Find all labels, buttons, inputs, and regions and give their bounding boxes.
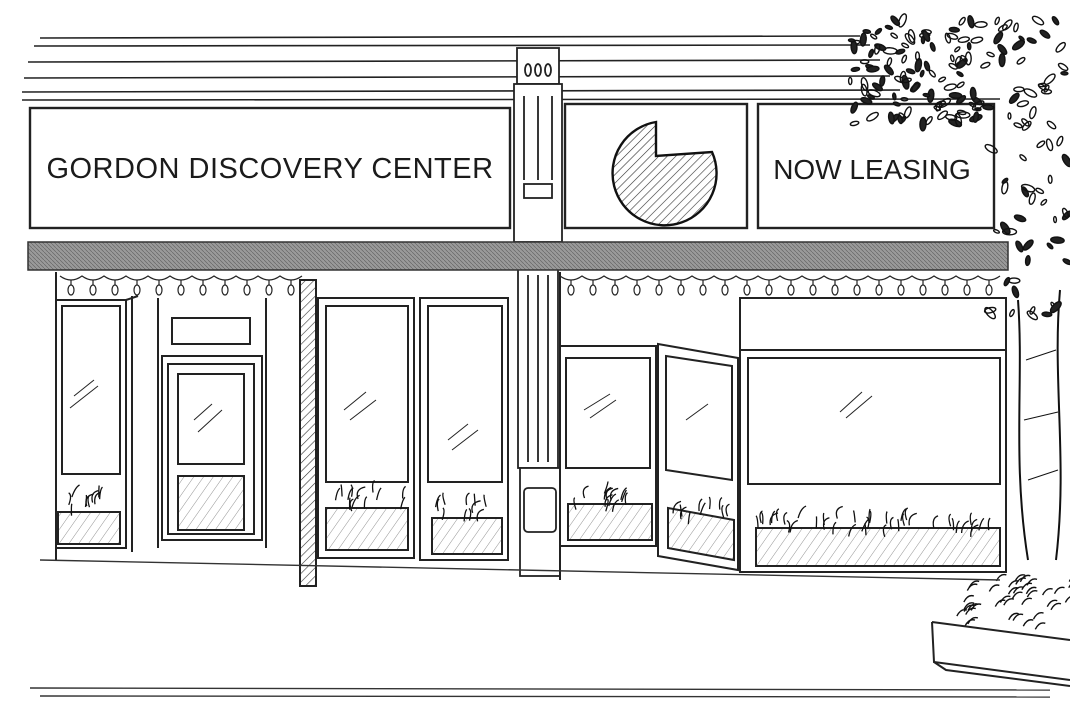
partial-circle-logo-icon <box>611 120 718 227</box>
main-sign-text: GORDON DISCOVERY CENTER <box>46 153 493 185</box>
light-bulb-icon <box>677 280 685 296</box>
light-bulb-icon <box>287 280 295 296</box>
light-bulb-icon <box>177 280 185 296</box>
middle-left-windows <box>317 297 509 561</box>
light-bulb-icon <box>787 280 795 296</box>
light-bulb-icon <box>589 280 597 296</box>
light-bulb-icon <box>567 280 575 296</box>
sidewalk-planter <box>931 621 1070 687</box>
light-bulb-icon <box>875 280 883 296</box>
light-bulb-icon <box>963 280 971 296</box>
light-bulb-icon <box>133 280 141 296</box>
light-bulb-icon <box>853 280 861 296</box>
light-bulb-icon <box>831 280 839 296</box>
center-pillar <box>513 47 563 577</box>
right-storefront <box>559 272 1007 580</box>
light-bulb-icon <box>919 280 927 296</box>
light-bulb-icon <box>67 280 75 296</box>
light-bulb-icon <box>611 280 619 296</box>
tree-leaves <box>847 13 1070 630</box>
light-bulb-icon <box>985 280 993 296</box>
light-bulb-icon <box>199 280 207 296</box>
light-bulb-icon <box>89 280 97 296</box>
logo-sign <box>563 102 749 230</box>
light-bulb-icon <box>111 280 119 296</box>
light-bulb-icon <box>743 280 751 296</box>
cornice <box>21 35 1001 101</box>
string-lights <box>59 275 1001 296</box>
tree <box>1017 289 1062 561</box>
light-bulb-icon <box>243 280 251 296</box>
main-sign: GORDON DISCOVERY CENTER <box>28 106 512 230</box>
light-bulb-icon <box>155 280 163 296</box>
planter-foliage <box>68 479 991 538</box>
light-bulb-icon <box>941 280 949 296</box>
light-bulb-icon <box>221 280 229 296</box>
light-bulb-icon <box>765 280 773 296</box>
light-bulb-icon <box>897 280 905 296</box>
light-bulb-icon <box>655 280 663 296</box>
left-storefront <box>55 272 317 587</box>
light-bulb-icon <box>699 280 707 296</box>
sidewalk <box>29 559 1051 698</box>
light-bulb-icon <box>265 280 273 296</box>
leasing-sign-text: NOW LEASING <box>773 154 971 185</box>
light-bulb-icon <box>633 280 641 296</box>
awning <box>27 241 1009 271</box>
light-bulb-icon <box>809 280 817 296</box>
light-bulb-icon <box>721 280 729 296</box>
